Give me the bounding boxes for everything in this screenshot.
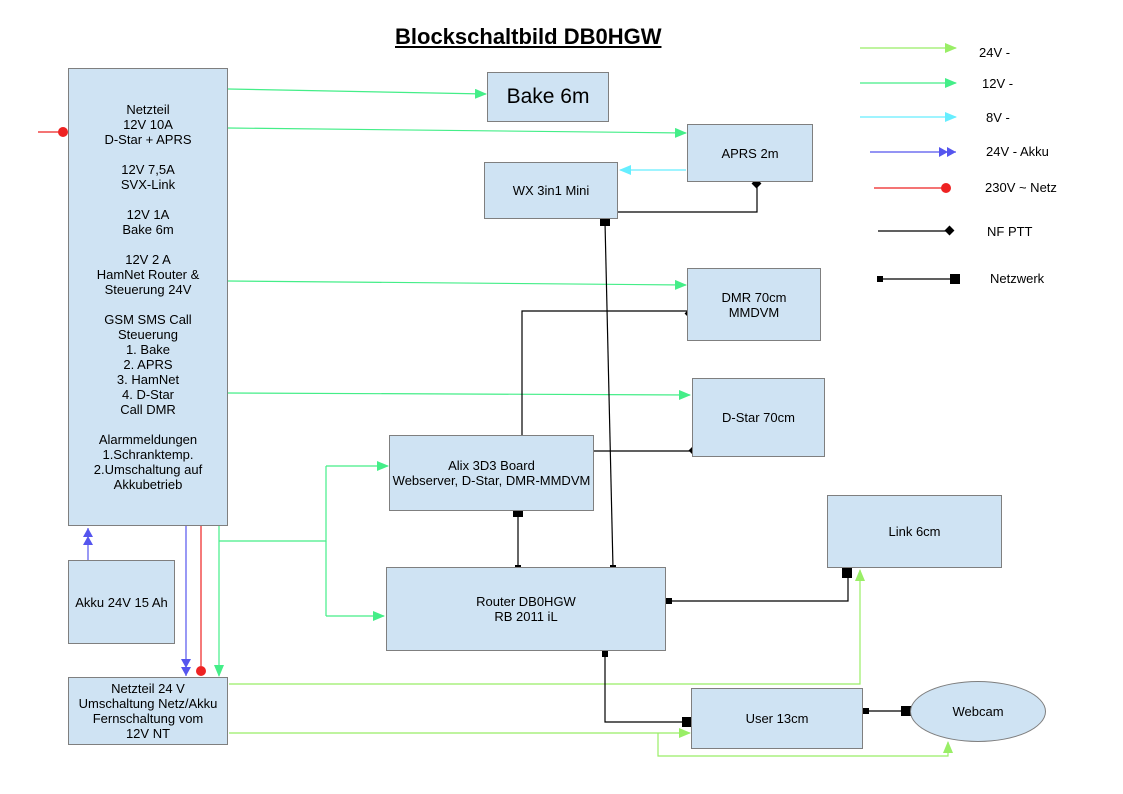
legend-ptt-label: NF PTT (987, 224, 1033, 239)
netzteil-main-box: Netzteil 12V 10A D-Star + APRS 12V 7,5A … (68, 68, 228, 526)
line-ptt-wx-aprs (618, 184, 758, 213)
legend-8v-label: 8V - (986, 110, 1010, 125)
line-24v-webcam (657, 733, 953, 757)
diagram-title: Blockschaltbild DB0HGW (395, 24, 662, 49)
wx-label: WX 3in1 Mini (512, 183, 590, 198)
dstar-label: D-Star 70cm (722, 410, 795, 425)
link-box: Link 6cm (827, 495, 1002, 568)
link-label: Link 6cm (888, 524, 941, 539)
bake-box: Bake 6m (487, 72, 609, 122)
legend-net-label: Netzwerk (990, 271, 1045, 286)
line-net-wx-router (604, 221, 614, 569)
router-label: Router DB0HGW RB 2011 iL (476, 594, 576, 624)
akku-box: Akku 24V 15 Ah (68, 560, 175, 644)
line-12v-dmr (227, 279, 687, 290)
line-ptt-alix-dmr (521, 310, 690, 436)
netzteil-main-label: Netzteil 12V 10A D-Star + APRS 12V 7,5A … (93, 102, 203, 492)
akku-label: Akku 24V 15 Ah (75, 594, 168, 610)
legend-12v-label: 12V - (982, 76, 1014, 91)
wx-box: WX 3in1 Mini (484, 162, 618, 219)
legend-netz-label: 230V ~ Netz (985, 180, 1057, 195)
line-12v-dstar (227, 389, 691, 400)
dmr-label: DMR 70cm MMDVM (721, 289, 787, 320)
webcam-label: Webcam (952, 704, 1004, 719)
alix-label: Alix 3D3 Board Webserver, D-Star, DMR-MM… (392, 458, 591, 488)
alix-box: Alix 3D3 Board Webserver, D-Star, DMR-MM… (389, 435, 594, 511)
dstar-box: D-Star 70cm (692, 378, 825, 457)
user-label: User 13cm (745, 711, 809, 726)
webcam-box: Webcam (910, 681, 1046, 742)
line-24v-link (229, 569, 865, 685)
dmr-box: DMR 70cm MMDVM (687, 268, 821, 341)
line-12v-aprs (227, 127, 687, 138)
user-box: User 13cm (691, 688, 863, 749)
line-12v-bake (227, 88, 487, 99)
line-net-router-user (604, 654, 688, 723)
aprs-label: APRS 2m (721, 145, 779, 161)
legend-akku-label: 24V - Akku (986, 144, 1049, 159)
line-net-router-link (668, 574, 849, 602)
line-12v-alix-router (219, 466, 327, 542)
bake-label: Bake 6m (506, 85, 590, 108)
router-box: Router DB0HGW RB 2011 iL (386, 567, 666, 651)
netzteil24-box: Netzteil 24 V Umschaltung Netz/Akku Fern… (68, 677, 228, 745)
aprs-box: APRS 2m (687, 124, 813, 182)
legend-24v-label: 24V - (979, 45, 1011, 60)
netzteil24-label: Netzteil 24 V Umschaltung Netz/Akku Fern… (78, 681, 218, 741)
